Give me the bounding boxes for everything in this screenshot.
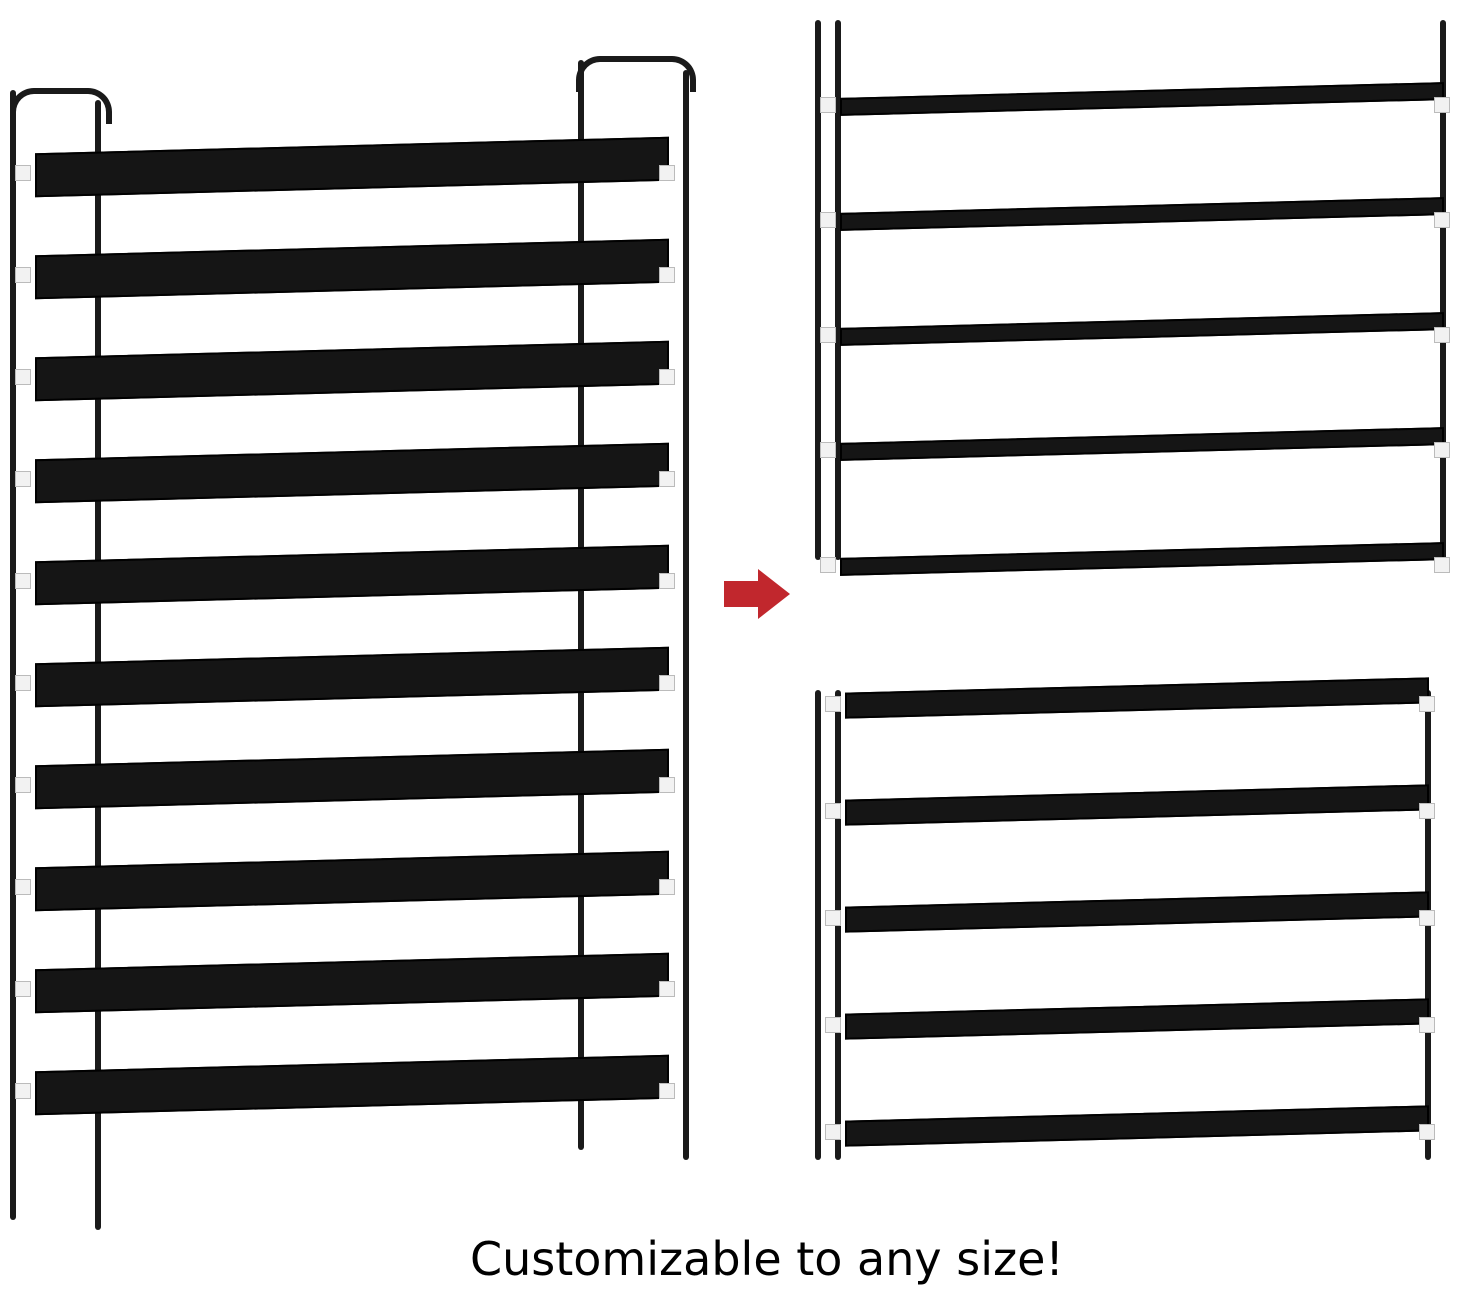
shelf (35, 952, 669, 1014)
joint (15, 777, 31, 793)
rack-post (683, 70, 689, 1160)
joint (1419, 1124, 1435, 1140)
arrow-right-icon (724, 569, 794, 623)
shelf (845, 891, 1429, 933)
joint (15, 369, 31, 385)
shelf (845, 784, 1429, 826)
joint (15, 573, 31, 589)
shelf (35, 544, 669, 606)
shelf (35, 646, 669, 708)
shelf (35, 1054, 669, 1116)
joint (15, 1083, 31, 1099)
joint (825, 803, 841, 819)
shelf (840, 82, 1444, 116)
joint (15, 879, 31, 895)
joint (15, 267, 31, 283)
joint (15, 471, 31, 487)
joint (825, 910, 841, 926)
joint (820, 97, 836, 113)
rack-post (815, 690, 821, 1160)
shelf (845, 998, 1429, 1040)
joint (820, 212, 836, 228)
joint (1434, 327, 1450, 343)
shelf (845, 677, 1429, 719)
joint (825, 696, 841, 712)
handle (576, 56, 696, 92)
shelf (35, 340, 669, 402)
joint (15, 675, 31, 691)
joint (1419, 696, 1435, 712)
shelf (840, 542, 1444, 576)
shelf (35, 136, 669, 198)
joint (659, 165, 675, 181)
joint (15, 165, 31, 181)
joint (1434, 212, 1450, 228)
joint (15, 981, 31, 997)
right-bottom-rack (810, 600, 1455, 1170)
shelf (35, 748, 669, 810)
left-rack-10-tier (0, 50, 700, 1230)
shelf (845, 1105, 1429, 1147)
joint (1434, 97, 1450, 113)
joint (659, 675, 675, 691)
joint (659, 471, 675, 487)
rack-post (815, 20, 821, 560)
joint (820, 557, 836, 573)
joint (825, 1017, 841, 1033)
rack-post (578, 60, 584, 1150)
shelf (35, 238, 669, 300)
rack-post (835, 20, 841, 560)
shelf (840, 312, 1444, 346)
joint (820, 442, 836, 458)
joint (659, 267, 675, 283)
shelf (35, 850, 669, 912)
joint (659, 879, 675, 895)
joint (659, 981, 675, 997)
joint (659, 777, 675, 793)
joint (1419, 803, 1435, 819)
rack-post (10, 90, 16, 1220)
joint (659, 573, 675, 589)
joint (659, 1083, 675, 1099)
caption: Customizable to any size! (470, 1232, 1064, 1286)
right-top-rack (805, 10, 1460, 576)
handle (10, 88, 112, 124)
rack-post (1440, 20, 1446, 560)
joint (820, 327, 836, 343)
shelf (840, 427, 1444, 461)
shelf (840, 197, 1444, 231)
joint (825, 1124, 841, 1140)
joint (659, 369, 675, 385)
joint (1419, 910, 1435, 926)
joint (1434, 557, 1450, 573)
shelf (35, 442, 669, 504)
joint (1419, 1017, 1435, 1033)
joint (1434, 442, 1450, 458)
